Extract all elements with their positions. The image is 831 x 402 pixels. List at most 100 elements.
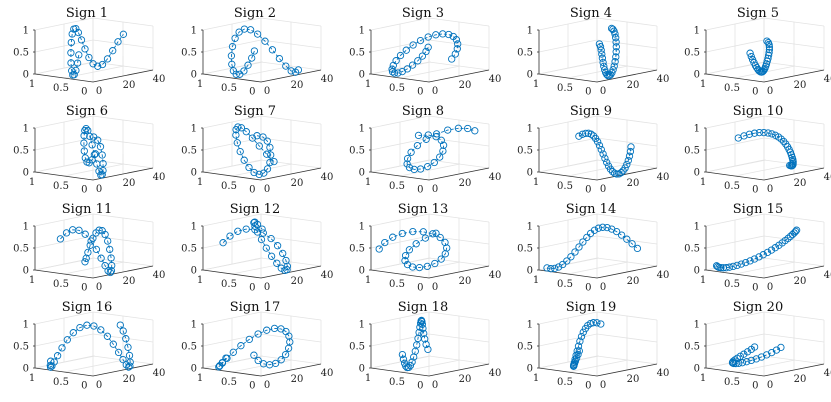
z-tick-label: 1 [527, 124, 533, 135]
data-point [575, 132, 583, 140]
data-point [589, 132, 598, 140]
x-tick-label: 40 [824, 74, 831, 85]
x-tick-label: 40 [489, 270, 502, 281]
z-tick-label: 0.5 [181, 244, 197, 255]
data-point [717, 264, 725, 272]
z-tick-label: 0 [694, 266, 700, 277]
panel-title: Sign 8 [401, 104, 445, 119]
data-point [86, 241, 94, 249]
z-tick-label: 0 [191, 364, 197, 375]
data-point [573, 347, 581, 355]
data-point [279, 249, 287, 258]
data-point [82, 124, 90, 133]
data-point [82, 254, 90, 262]
z-tick-label: 1 [191, 26, 197, 37]
z-tick-label: 0.5 [684, 48, 700, 59]
data-point [617, 231, 626, 239]
data-point [582, 129, 590, 138]
grid-line [63, 359, 125, 373]
y-tick-label: 0.5 [724, 83, 740, 94]
z-tick-label: 0.5 [684, 146, 700, 157]
z-tick-label: 0 [694, 70, 700, 81]
x-tick-label: 20 [123, 178, 136, 189]
series-line [732, 346, 782, 365]
series [543, 223, 642, 273]
axis-line [538, 363, 658, 377]
data-point [597, 46, 605, 54]
z-tick-label: 0.5 [349, 146, 365, 157]
y-tick-label: 1 [700, 373, 706, 384]
data-point [746, 49, 754, 57]
axis-line [34, 167, 154, 181]
grid-line [705, 235, 825, 249]
data-point [572, 351, 580, 360]
x-tick-label: 40 [489, 172, 502, 183]
data-point [245, 163, 253, 172]
data-point [108, 261, 116, 270]
y-tick-label: 0 [752, 380, 758, 391]
axis-line [34, 265, 154, 279]
panel-title: Sign 5 [736, 6, 780, 21]
data-point [104, 267, 112, 275]
data-point [771, 244, 779, 252]
data-point [576, 337, 584, 345]
data-point [409, 227, 417, 236]
z-tick-label: 0.5 [13, 146, 29, 157]
y-tick-label: 1 [197, 177, 203, 188]
series-line [218, 327, 291, 368]
data-point [437, 255, 445, 263]
y-tick-label: 0.5 [724, 279, 740, 290]
data-point [452, 36, 461, 44]
data-point [612, 48, 620, 56]
panel-title: Sign 11 [61, 202, 113, 217]
data-point [81, 154, 89, 162]
data-point [453, 45, 461, 53]
data-point [95, 167, 103, 175]
z-tick-label: 0 [23, 168, 29, 179]
data-point [248, 134, 257, 142]
axis-line [538, 69, 658, 83]
z-tick-label: 0 [191, 168, 197, 179]
data-point [419, 324, 427, 333]
data-point [114, 38, 122, 46]
data-point [270, 157, 278, 166]
axes [202, 226, 322, 279]
data-point [784, 234, 792, 243]
panel-title: Sign 13 [397, 202, 449, 217]
data-point [285, 332, 293, 340]
data-point [628, 240, 636, 248]
data-point [444, 126, 452, 134]
series [595, 24, 620, 80]
x-tick-label: 20 [291, 374, 304, 385]
panel-title: Sign 16 [61, 300, 113, 315]
data-point [409, 41, 417, 49]
series-line [738, 132, 794, 167]
z-tick-label: 0 [527, 70, 533, 81]
grid-lines [705, 17, 825, 83]
data-point [745, 130, 754, 138]
data-point [119, 30, 128, 38]
grid-line [231, 359, 293, 373]
grid-line [370, 61, 432, 75]
z-tick-label: 1 [694, 124, 700, 135]
data-point [424, 33, 432, 41]
data-point [547, 265, 555, 273]
x-tick-label: 40 [824, 368, 831, 379]
data-point [579, 238, 587, 246]
series [56, 226, 116, 277]
axis-line [705, 69, 825, 83]
z-tick-label: 0.5 [517, 146, 533, 157]
series [728, 343, 785, 368]
axes [538, 226, 658, 279]
data-point [116, 321, 124, 329]
x-tick-label: 0 [96, 86, 102, 97]
grid-line [370, 115, 490, 129]
